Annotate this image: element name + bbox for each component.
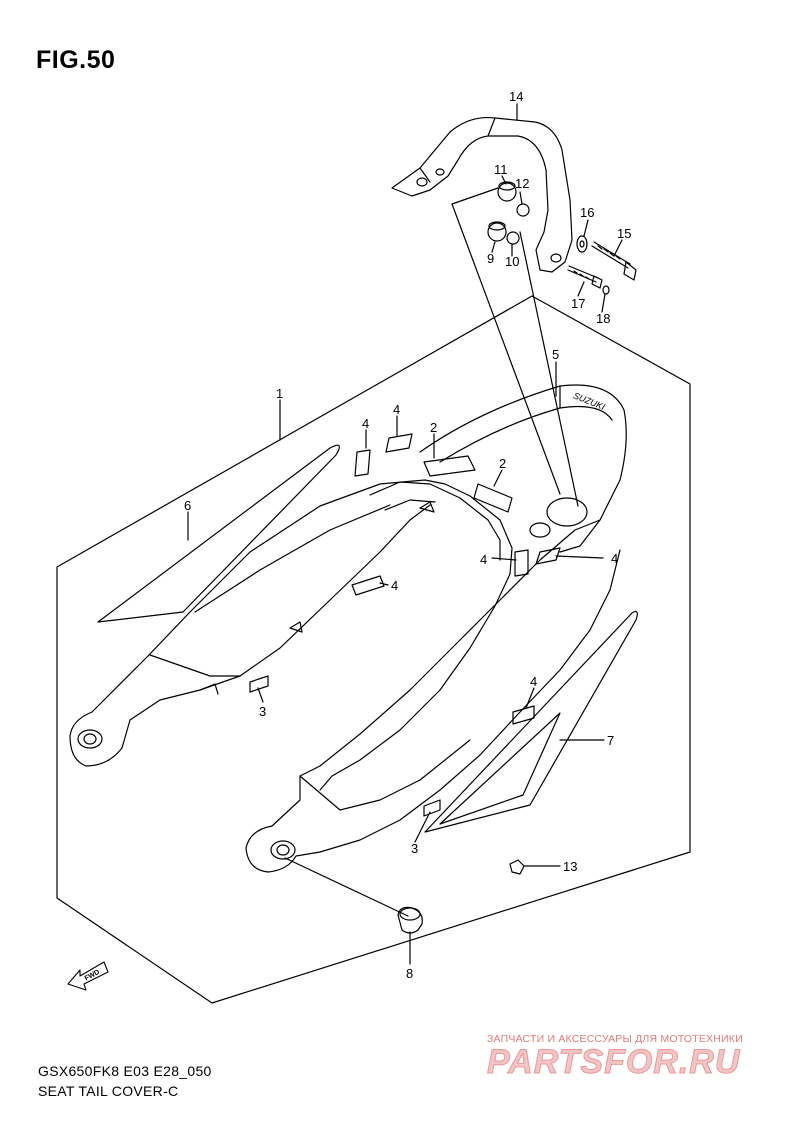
callout-1: 1 [276, 386, 283, 401]
callout-4-b: 4 [393, 402, 400, 417]
callout-4-d: 4 [480, 552, 487, 567]
callout-11: 11 [494, 162, 508, 177]
part-13-nut [509, 859, 525, 875]
figure-title: FIG.50 [36, 46, 116, 74]
part-2-strip-a [423, 455, 476, 477]
part-4-pad-f [512, 705, 535, 725]
callout-16: 16 [580, 205, 594, 220]
rear-cowl-opening [546, 497, 588, 527]
part-1-tail-cover-right [245, 519, 601, 849]
part-2-strip-b [473, 483, 513, 513]
callout-13: 13 [563, 859, 577, 874]
callout-6: 6 [184, 498, 191, 513]
part-4-pad-c [351, 575, 385, 596]
callout-4-a: 4 [362, 416, 369, 431]
model-code: GSX650FK8 E03 E28_050 [38, 1063, 212, 1079]
callout-17: 17 [571, 296, 585, 311]
part-4-pad-e [535, 547, 561, 565]
callout-18: 18 [596, 311, 610, 326]
callout-10: 10 [505, 254, 519, 269]
part-14-grab-rail [391, 116, 573, 273]
fwd-arrow: FWD [67, 961, 109, 991]
callout-9: 9 [487, 251, 494, 266]
part-7-decal-inner [439, 712, 561, 825]
watermark: ЗАПЧАСТИ И АКСЕССУАРЫ ДЛЯ МОТОТЕХНИКИ PA… [487, 1033, 787, 1082]
watermark-tagline: ЗАПЧАСТИ И АКСЕССУАРЫ ДЛЯ МОТОТЕХНИКИ [487, 1033, 743, 1045]
callout-4-e: 4 [611, 551, 618, 566]
part-6-decal [97, 444, 340, 623]
section-name: SEAT TAIL COVER-C [38, 1083, 179, 1099]
mount-hole-right [270, 840, 296, 860]
brand-decal-text: SUZUKI [572, 390, 607, 412]
callout-8: 8 [406, 966, 413, 981]
guide-line-right [451, 187, 579, 507]
callout-3-a: 3 [259, 704, 266, 719]
part-9-bush [487, 222, 507, 242]
mount-hole-left [77, 729, 103, 749]
assembly-frame [56, 295, 691, 1004]
guide-line-bushing [284, 857, 409, 917]
part-3-pad-a [249, 675, 269, 693]
callout-2-b: 2 [499, 456, 506, 471]
callout-15: 15 [617, 226, 631, 241]
part-4-pad-d [514, 549, 529, 577]
part-1-tail-cover-left [69, 479, 513, 791]
callout-12: 12 [515, 176, 529, 191]
part-8-grommet [397, 906, 423, 934]
part-7-decal [424, 610, 638, 833]
callout-4-c: 4 [391, 578, 398, 593]
part-12-collar [516, 203, 530, 217]
callout-2-a: 2 [430, 420, 437, 435]
callout-5: 5 [552, 347, 559, 362]
callout-7: 7 [607, 733, 614, 748]
guide-line-left [451, 203, 561, 495]
part-4-pad-a [354, 449, 371, 477]
part-15-bolt [591, 241, 631, 269]
part-18-washer [602, 285, 610, 295]
part-5-rear-cowl [419, 384, 627, 553]
part-16-washer [576, 235, 588, 253]
callout-14: 14 [509, 89, 523, 104]
part-11-bush [497, 182, 517, 202]
callout-3-b: 3 [411, 841, 418, 856]
callout-4-f: 4 [530, 674, 537, 689]
watermark-logo: PARTSFOR.RU [487, 1043, 741, 1082]
part-10-collar [506, 231, 520, 245]
part-3-pad-b [423, 799, 441, 817]
part-4-pad-b [385, 433, 413, 453]
